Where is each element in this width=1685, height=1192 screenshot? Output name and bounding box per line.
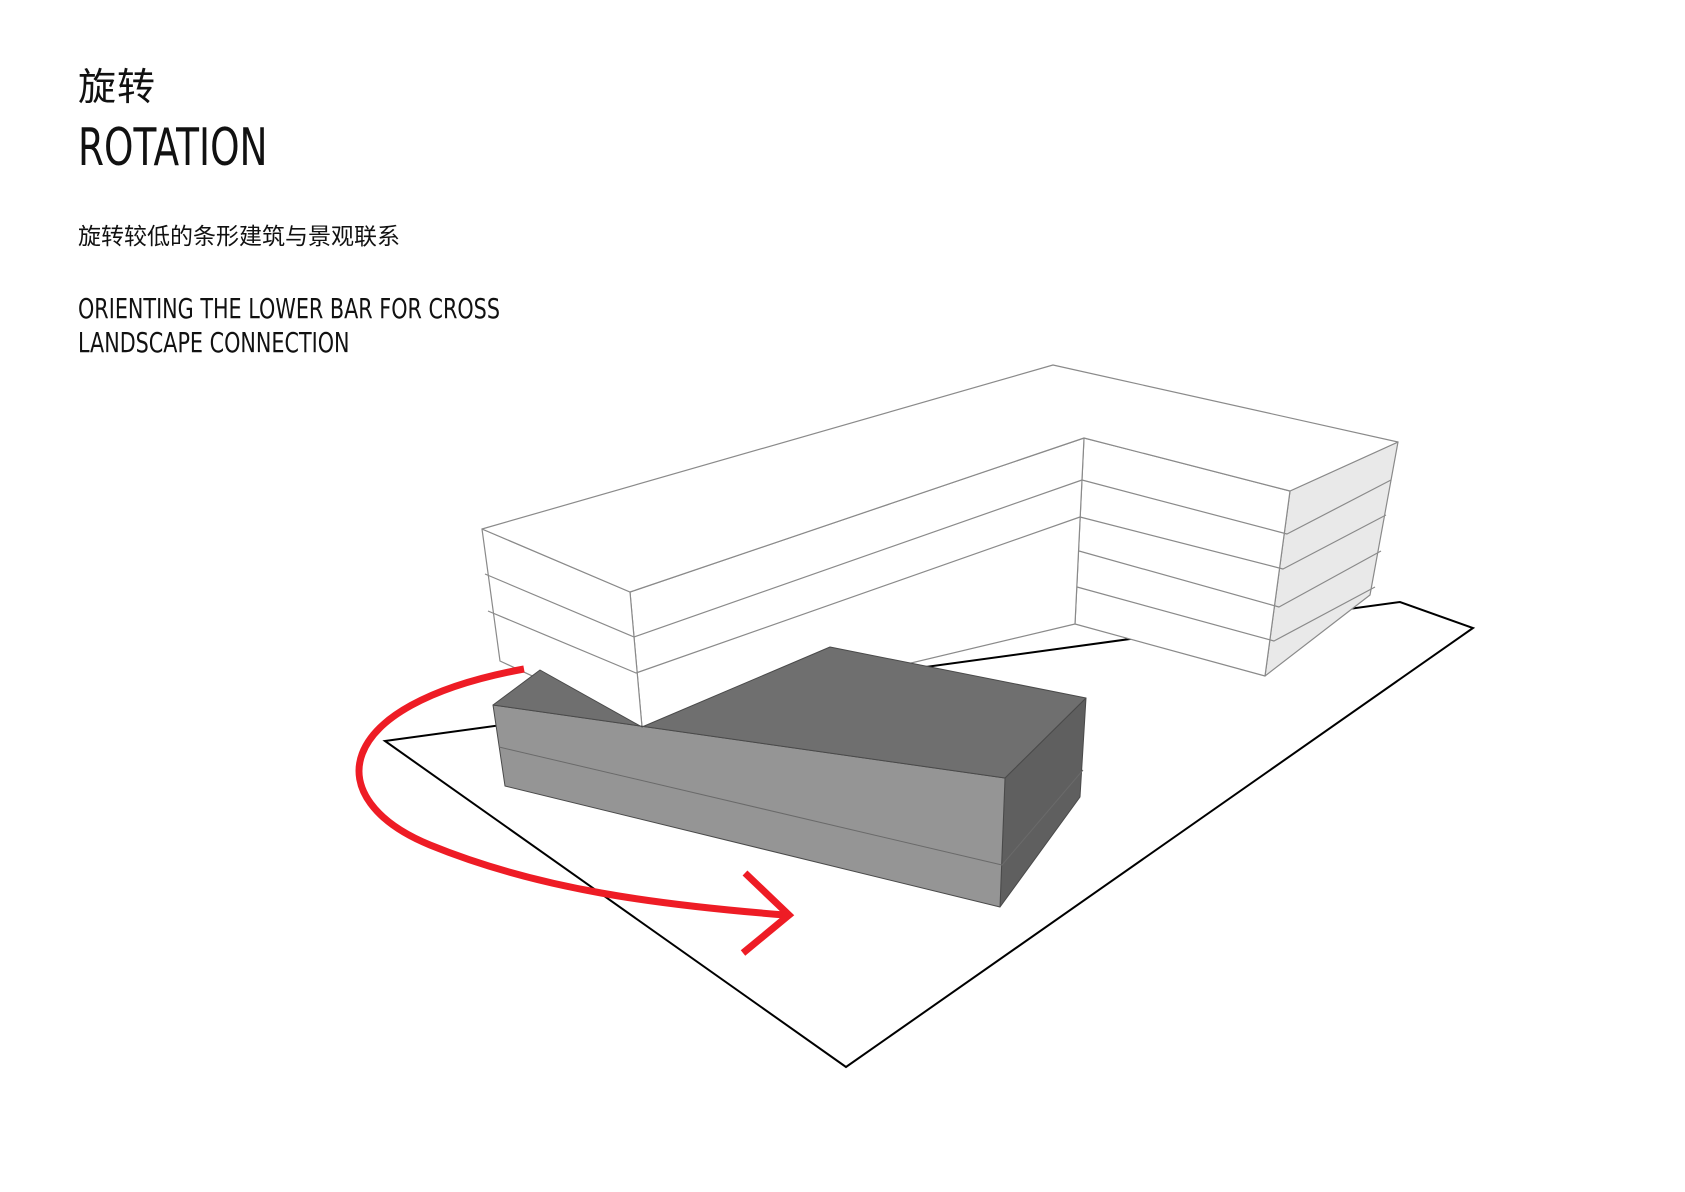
upper-building-roof: [481, 364, 1399, 593]
upper-building-floor-lines: [484, 479, 1392, 674]
title-english: ROTATION: [78, 118, 268, 178]
curved-arrow-icon: [355, 665, 795, 956]
subtitle-english: ORIENTING THE LOWER BAR FOR CROSS LANDSC…: [78, 292, 500, 360]
subtitle-english-line1: ORIENTING THE LOWER BAR FOR CROSS: [78, 292, 500, 325]
subtitle-english-line2: LANDSCAPE CONNECTION: [78, 326, 350, 359]
upper-building: [481, 364, 1399, 728]
lower-bar: [492, 646, 1087, 908]
rotation-arrow-head: [740, 870, 795, 956]
lower-bar-roof: [492, 646, 1087, 779]
lower-bar-floor-line: [498, 746, 1084, 866]
rotation-arrow-curve: [355, 665, 786, 919]
title-chinese: 旋转: [78, 65, 157, 109]
site-outline: [382, 600, 1476, 1069]
subtitle-chinese: 旋转较低的条形建筑与景观联系: [78, 224, 400, 250]
